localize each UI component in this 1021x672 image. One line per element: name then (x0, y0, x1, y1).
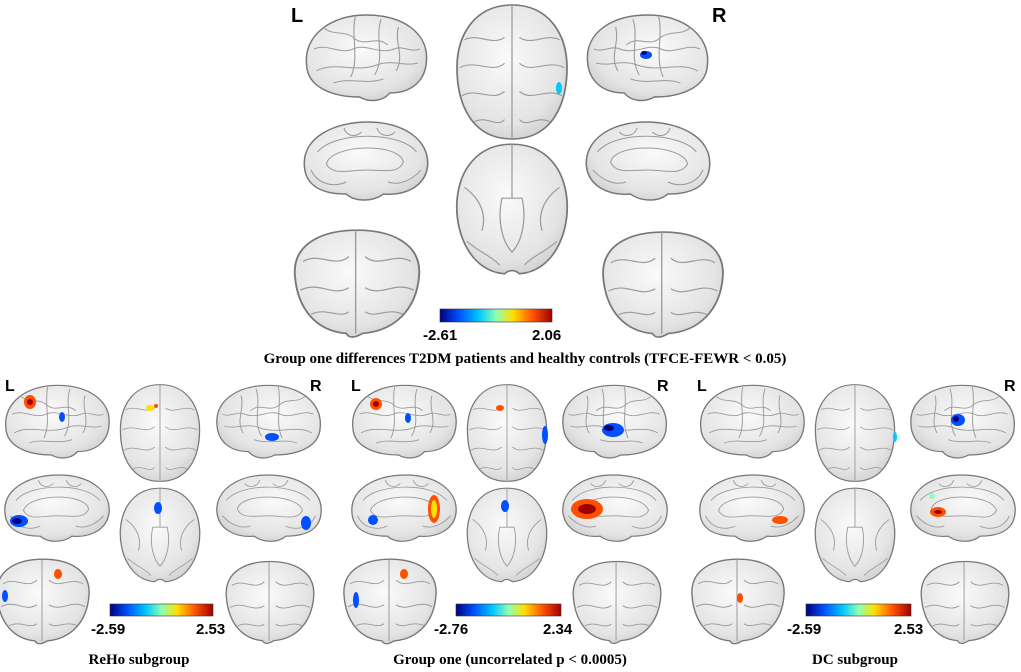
top-panel: L R -2.61 2.06 Group one differences T2D… (264, 4, 787, 367)
reho-brain-posterior-right (225, 560, 315, 645)
top-brain-left-medial (303, 121, 429, 201)
group-one-activation-blob (542, 426, 548, 444)
group-one-brain-dorsal (466, 384, 548, 482)
reho-activation-blob (27, 399, 33, 405)
panel-group-one-right-marker: R (657, 378, 669, 395)
dc-colorbar (805, 603, 912, 617)
group-one-activation-blob (368, 515, 378, 525)
group-one-caption: Group one (uncorrelated p < 0.0005) (393, 652, 627, 668)
group-one-brain-right-lateral (562, 384, 668, 459)
dc-brain-left-medial (699, 474, 805, 542)
group-one-activation-blob (501, 500, 509, 512)
reho-activation-blob (301, 516, 311, 530)
top-brain-right-medial (585, 121, 711, 201)
panel-reho-left-marker: L (5, 378, 15, 395)
panel-reho: L R -2.59 2.53 ReHo subgroup (0, 378, 322, 668)
reho-colorbar (109, 603, 214, 617)
reho-colorbar-min: -2.59 (91, 621, 125, 638)
group-one-activation-blob (496, 405, 504, 411)
group-one-brain-left-medial (351, 474, 457, 542)
group-one-activation-blob (400, 569, 408, 579)
panel-dc-left-marker: L (697, 378, 707, 395)
group-one-brain-posterior-right (572, 560, 662, 645)
group-one-activation-blob (353, 592, 359, 608)
reho-activation-blob (2, 590, 8, 602)
dc-activation-blob (893, 432, 897, 442)
group-one-activation-blob (431, 500, 437, 518)
reho-colorbar-max: 2.53 (196, 621, 225, 638)
dc-activation-blob (929, 493, 935, 499)
top-left-marker: L (291, 5, 303, 27)
dc-caption: DC subgroup (812, 652, 898, 668)
group-one-colorbar (455, 603, 562, 617)
reho-activation-blob (12, 518, 22, 524)
group-one-activation-blob (373, 401, 379, 407)
reho-activation-blob (265, 433, 279, 441)
dc-activation-blob (737, 593, 743, 603)
top-right-marker: R (712, 5, 727, 27)
reho-brain-ventral (119, 487, 201, 583)
group-one-brain-left-lateral (351, 384, 457, 459)
reho-brain-left-medial (4, 474, 110, 542)
panel-reho-right-marker: R (310, 378, 322, 395)
panel-group-one: L R -2.76 2.34 Group one (uncorrelated p… (343, 378, 669, 668)
top-brain-dorsal (456, 4, 568, 140)
reho-brain-left-lateral (4, 384, 110, 459)
top-brain-posterior-right (602, 231, 724, 339)
reho-brain-right-medial (216, 474, 322, 542)
top-colorbar (439, 308, 553, 323)
dc-colorbar-max: 2.53 (894, 621, 923, 638)
group-one-activation-blob (604, 425, 614, 431)
reho-activation-blob (154, 404, 158, 408)
panel-group-one-left-marker: L (351, 378, 361, 395)
top-caption: Group one differences T2DM patients and … (264, 351, 787, 367)
top-activation-blob (556, 82, 562, 94)
dc-activation-blob (772, 516, 788, 524)
group-one-activation-blob (405, 413, 411, 423)
reho-brain-posterior-left (0, 558, 90, 645)
group-one-colorbar-min: -2.76 (434, 621, 468, 638)
top-brain-left-lateral (305, 14, 428, 102)
group-one-activation-blob (578, 504, 596, 514)
reho-activation-blob (154, 502, 162, 514)
reho-activation-blob (146, 405, 154, 411)
dc-brain-right-medial (910, 474, 1016, 542)
reho-brain-dorsal (119, 384, 201, 482)
dc-brain-left-lateral (699, 384, 805, 459)
dc-activation-blob (953, 416, 959, 422)
top-brain-ventral (455, 143, 569, 275)
dc-brain-ventral (814, 487, 896, 583)
top-colorbar-max: 2.06 (532, 327, 561, 344)
dc-brain-posterior-right (920, 560, 1010, 645)
reho-caption: ReHo subgroup (88, 652, 189, 668)
reho-activation-blob (54, 569, 62, 579)
panel-dc: L R -2.59 2.53 DC subgroup (691, 378, 1016, 668)
panel-dc-right-marker: R (1004, 378, 1016, 395)
group-one-colorbar-max: 2.34 (543, 621, 573, 638)
top-brain-posterior-left (293, 229, 421, 338)
top-activation-blob (641, 51, 647, 55)
reho-brain-right-lateral (216, 384, 322, 459)
reho-activation-blob (59, 412, 65, 422)
top-colorbar-min: -2.61 (423, 327, 457, 344)
dc-colorbar-min: -2.59 (787, 621, 821, 638)
dc-activation-blob (934, 510, 942, 514)
dc-brain-dorsal (814, 384, 896, 482)
